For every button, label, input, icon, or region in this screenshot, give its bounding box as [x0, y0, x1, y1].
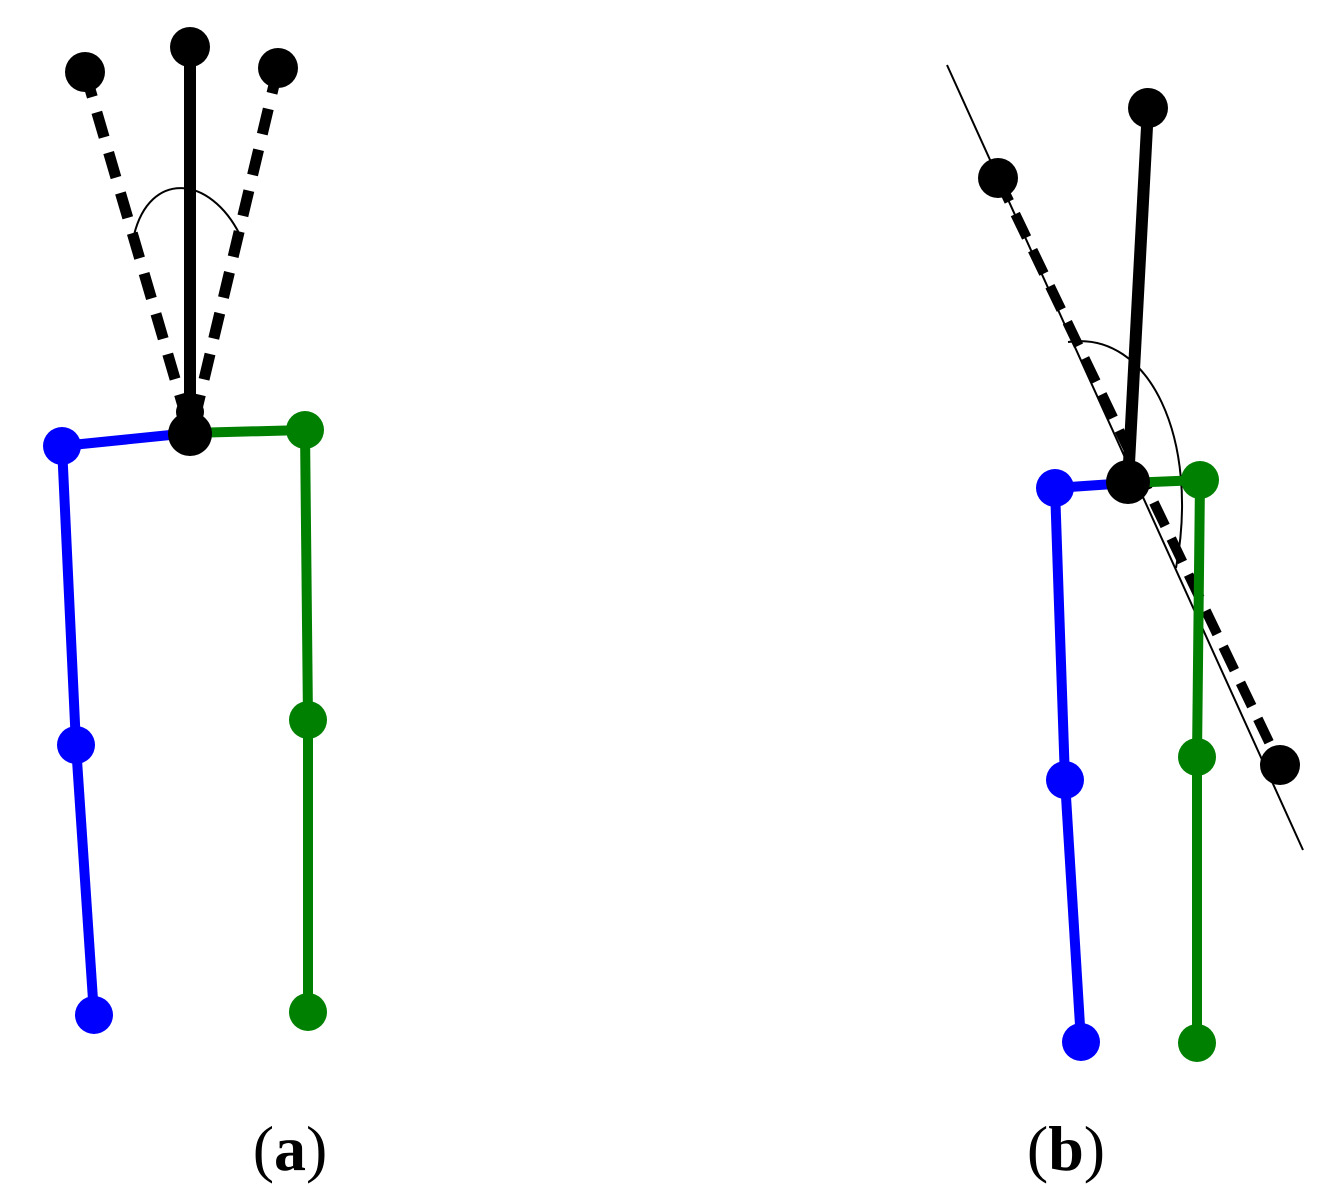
- panel-a-left-knee-joint: [57, 726, 95, 764]
- panel-a-left-ankle-joint: [75, 996, 113, 1034]
- panel-a-pelvis-joint: [168, 412, 212, 456]
- panel-a-angle-arc: [133, 187, 241, 236]
- panel-b-right-hip-joint: [1181, 461, 1219, 499]
- panel-a: (a): [43, 27, 327, 1184]
- panel-b-right-knee-joint: [1178, 738, 1216, 776]
- panel-a-left-hip-joint: [43, 427, 81, 465]
- panel-b-caption: (b): [1027, 1113, 1105, 1184]
- panel-b-left-knee-joint: [1046, 761, 1084, 799]
- panel-b: (b): [946, 64, 1304, 1184]
- panel-b-left-thigh: [1050, 487, 1070, 781]
- panel-b-head-joint: [1128, 88, 1168, 128]
- panel-b-left-ankle-joint: [1062, 1023, 1100, 1061]
- panel-a-right-thigh: [300, 429, 313, 721]
- panel-a-left-thigh: [57, 445, 81, 746]
- panel-a-right-limit-joint: [258, 48, 298, 88]
- panel-a-right-knee-joint: [289, 701, 327, 739]
- panel-a-left-shin: [71, 744, 99, 1016]
- panel-a-head-joint: [170, 27, 210, 67]
- panel-b-pelvis-joint: [1106, 460, 1150, 504]
- panel-b-left-shin: [1060, 779, 1086, 1043]
- panel-a-caption: (a): [253, 1113, 328, 1184]
- panel-b-right-ankle-joint: [1178, 1024, 1216, 1062]
- panel-b-angle-arc: [1067, 340, 1183, 569]
- panel-b-left-hip-joint: [1036, 469, 1074, 507]
- panel-b-lower-lean-joint: [1260, 745, 1300, 785]
- panel-a-right-ankle-joint: [289, 993, 327, 1031]
- panel-b-trunk: [1122, 107, 1154, 483]
- panel-b-upper-lean-joint: [978, 158, 1018, 198]
- panel-a-dashed-right-limit: [186, 66, 284, 432]
- panel-a-dashed-left-limit: [79, 70, 196, 432]
- panel-a-right-hip-joint: [286, 411, 324, 449]
- panel-a-left-limit-joint: [65, 52, 105, 92]
- panel-b-right-thigh: [1192, 479, 1205, 758]
